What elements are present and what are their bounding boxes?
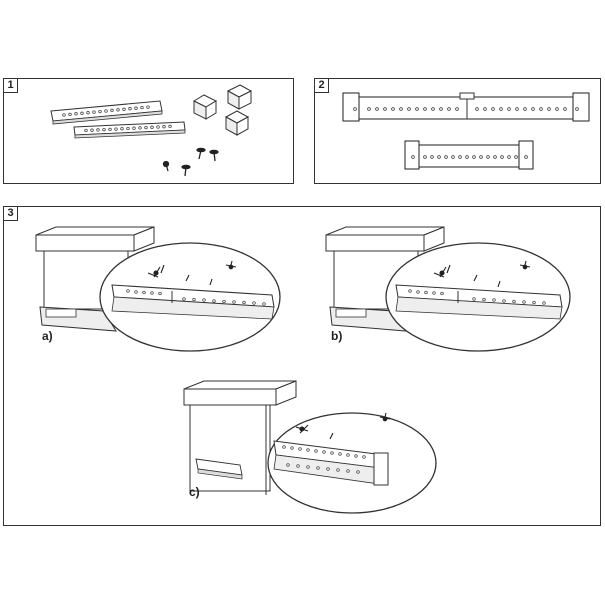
sub-label-a: a) — [42, 329, 53, 343]
step-1-panel: 1 — [3, 78, 294, 184]
mounting-variant-a — [35, 226, 281, 352]
step-number-3: 3 — [3, 206, 18, 221]
sub-label-b: b) — [331, 329, 343, 343]
step-3-panel: 3 — [3, 206, 601, 526]
assembled-strips-illustration — [342, 92, 590, 170]
mounting-illustration — [35, 226, 571, 514]
assembled-terminal-strip-short — [404, 140, 534, 170]
sub-label-c: c) — [189, 485, 200, 499]
step-number-2: 2 — [314, 78, 329, 93]
assembled-terminal-strip-long — [342, 92, 590, 122]
end-cap-blocks — [192, 84, 253, 136]
parts-illustration — [50, 84, 253, 177]
step-number-1: 1 — [3, 78, 18, 93]
mounting-variant-b — [325, 226, 571, 352]
mounting-variant-c — [183, 380, 437, 514]
terminal-strip-long — [50, 100, 163, 125]
step-2-panel: 2 — [314, 78, 601, 184]
screws — [162, 147, 219, 177]
terminal-strip-short — [73, 121, 186, 139]
